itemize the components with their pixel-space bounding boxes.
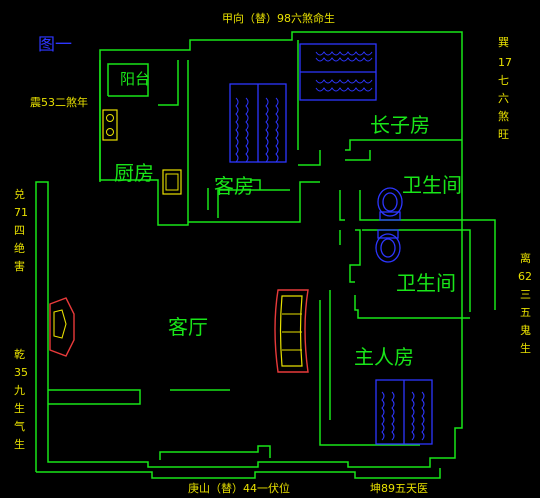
- svg-text:生: 生: [520, 341, 531, 355]
- svg-text:17: 17: [498, 56, 512, 69]
- toilet-2: [375, 229, 401, 263]
- toilet-1: [377, 187, 403, 221]
- room-label-kitchen: 厨房: [114, 161, 154, 185]
- svg-text:鬼: 鬼: [520, 323, 531, 337]
- svg-text:旺: 旺: [498, 128, 509, 141]
- room-label-bathroom-2: 卫生间: [396, 271, 456, 295]
- svg-text:煞: 煞: [498, 109, 509, 123]
- room-label-master-bedroom: 主人房: [354, 345, 414, 369]
- room-label-balcony: 阳台: [120, 70, 150, 88]
- annotation-left-upper: 震53二煞年: [30, 95, 88, 109]
- annotation-bottom-left: 庚山（替）44一伏位: [188, 481, 290, 495]
- tv-cabinet: [49, 297, 75, 357]
- room-label-living-room: 客厅: [168, 315, 208, 339]
- annotation-top: 甲向（替）98六煞命生: [222, 11, 335, 25]
- annotation-left-lower: 乾 35 九 生 气 生: [14, 348, 28, 451]
- svg-text:巽: 巽: [498, 36, 509, 49]
- svg-text:四: 四: [14, 224, 25, 237]
- svg-text:三: 三: [520, 288, 531, 301]
- exterior-walls: [35, 31, 463, 479]
- figure-label: 图一: [38, 35, 72, 55]
- annotation-right-upper: 巽 17 七 六 煞 旺: [498, 36, 512, 141]
- svg-text:六: 六: [498, 92, 509, 105]
- svg-text:七: 七: [498, 74, 509, 87]
- svg-text:62: 62: [518, 270, 532, 283]
- svg-text:生: 生: [14, 437, 25, 451]
- annotation-left-middle: 兑 71 四 绝 害: [14, 187, 28, 273]
- room-label-bathroom-1: 卫生间: [402, 173, 462, 197]
- guest-room-bed: [229, 83, 287, 163]
- room-label-guest-room: 客房: [214, 174, 254, 198]
- svg-text:兑: 兑: [14, 187, 25, 201]
- interior-walls: [48, 40, 496, 460]
- svg-text:害: 害: [14, 259, 25, 273]
- svg-text:35: 35: [14, 366, 28, 379]
- kitchen-stove: [102, 109, 118, 141]
- living-room-sofa: [274, 289, 309, 373]
- kitchen-sink: [162, 169, 182, 195]
- svg-text:71: 71: [14, 206, 28, 219]
- room-label-eldest-son-room: 长子房: [370, 113, 430, 137]
- annotation-bottom-right: 坤89五天医: [370, 481, 428, 495]
- eldest-son-bed: [299, 43, 377, 101]
- svg-text:绝: 绝: [14, 241, 25, 255]
- svg-text:五: 五: [520, 306, 531, 319]
- master-bedroom-bed: [375, 379, 433, 445]
- svg-text:离: 离: [520, 251, 531, 265]
- svg-text:生: 生: [14, 401, 25, 415]
- svg-text:气: 气: [14, 419, 25, 433]
- annotation-right-middle: 离 62 三 五 鬼 生: [518, 251, 532, 355]
- svg-text:九: 九: [14, 384, 25, 397]
- svg-text:乾: 乾: [14, 348, 25, 361]
